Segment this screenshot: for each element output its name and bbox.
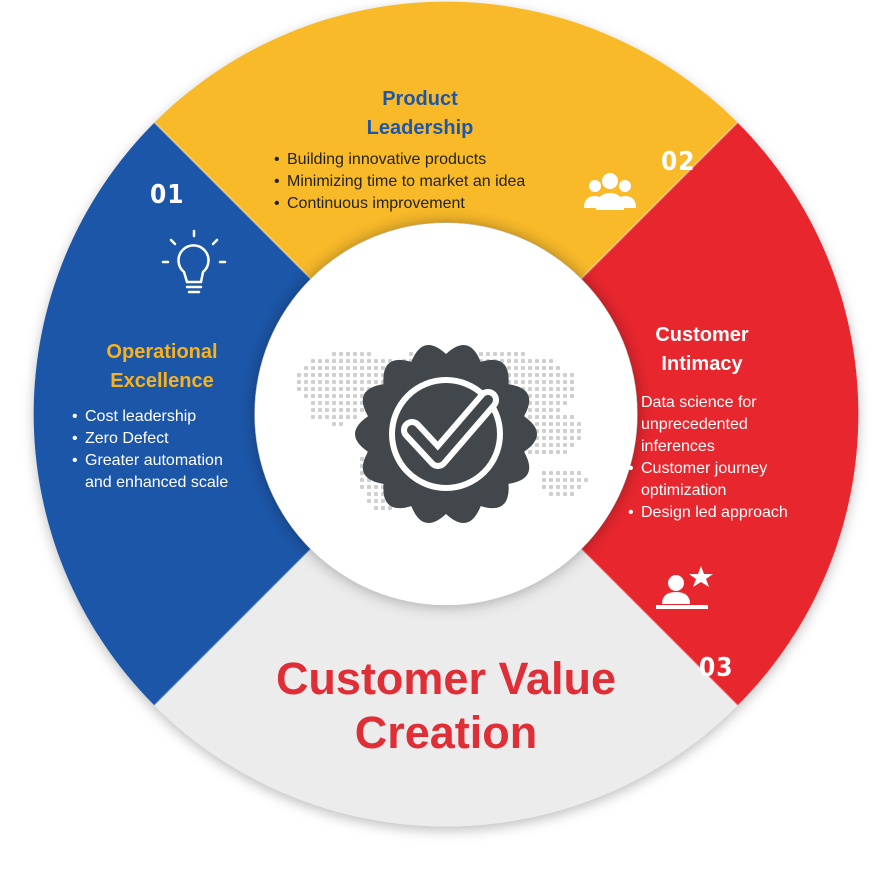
bullet-item: Data science for [628,392,788,414]
bullet-item: unprecedented [641,416,748,433]
bullet-item: Design led approach [628,502,788,524]
bullet-item: Continuous improvement [274,193,525,215]
bullets-operational-excellence: Cost leadership Zero Defect Greater auto… [72,406,228,494]
segment-bottom [154,549,738,827]
segment-title-customer-intimacy: Customer Intimacy [602,321,802,379]
bullet-item: Minimizing time to market an idea [274,171,525,193]
title-line: Leadership [366,117,474,139]
bullet-item: optimization [641,482,727,499]
bullet-item: and enhanced scale [85,474,229,491]
segment-customer-intimacy [581,122,859,706]
bullet-item: Greater automation [72,450,228,472]
bullet-item: Cost leadership [72,406,228,428]
segment-title-product-leadership: Product Leadership [320,85,520,143]
team-icon [584,173,636,210]
segment-number-01: 01 [150,180,185,210]
segment-title-operational-excellence: Operational Excellence [62,338,262,396]
bullets-customer-intimacy: Data science for unprecedented inference… [628,392,788,524]
center-title-line: Creation [354,707,538,758]
center-title: Customer Value Creation [196,652,696,760]
bullet-item: Customer journey [628,458,788,480]
title-line: Operational [106,341,218,363]
bullet-item: Zero Defect [72,428,228,450]
lightbulb-icon [161,229,227,294]
title-line: Customer [655,324,749,346]
segment-number-02: 02 [661,147,696,177]
presenter-star-icon [656,566,713,609]
verified-badge-check-icon [355,344,537,524]
title-line: Intimacy [661,353,743,375]
bullet-item: inferences [641,438,715,455]
segment-number-03: 03 [699,653,734,683]
bullets-product-leadership: Building innovative products Minimizing … [274,149,525,215]
bullet-item: Building innovative products [274,149,525,171]
title-line: Excellence [110,370,214,392]
center-title-line: Customer Value [275,653,617,704]
title-line: Product [382,88,458,110]
